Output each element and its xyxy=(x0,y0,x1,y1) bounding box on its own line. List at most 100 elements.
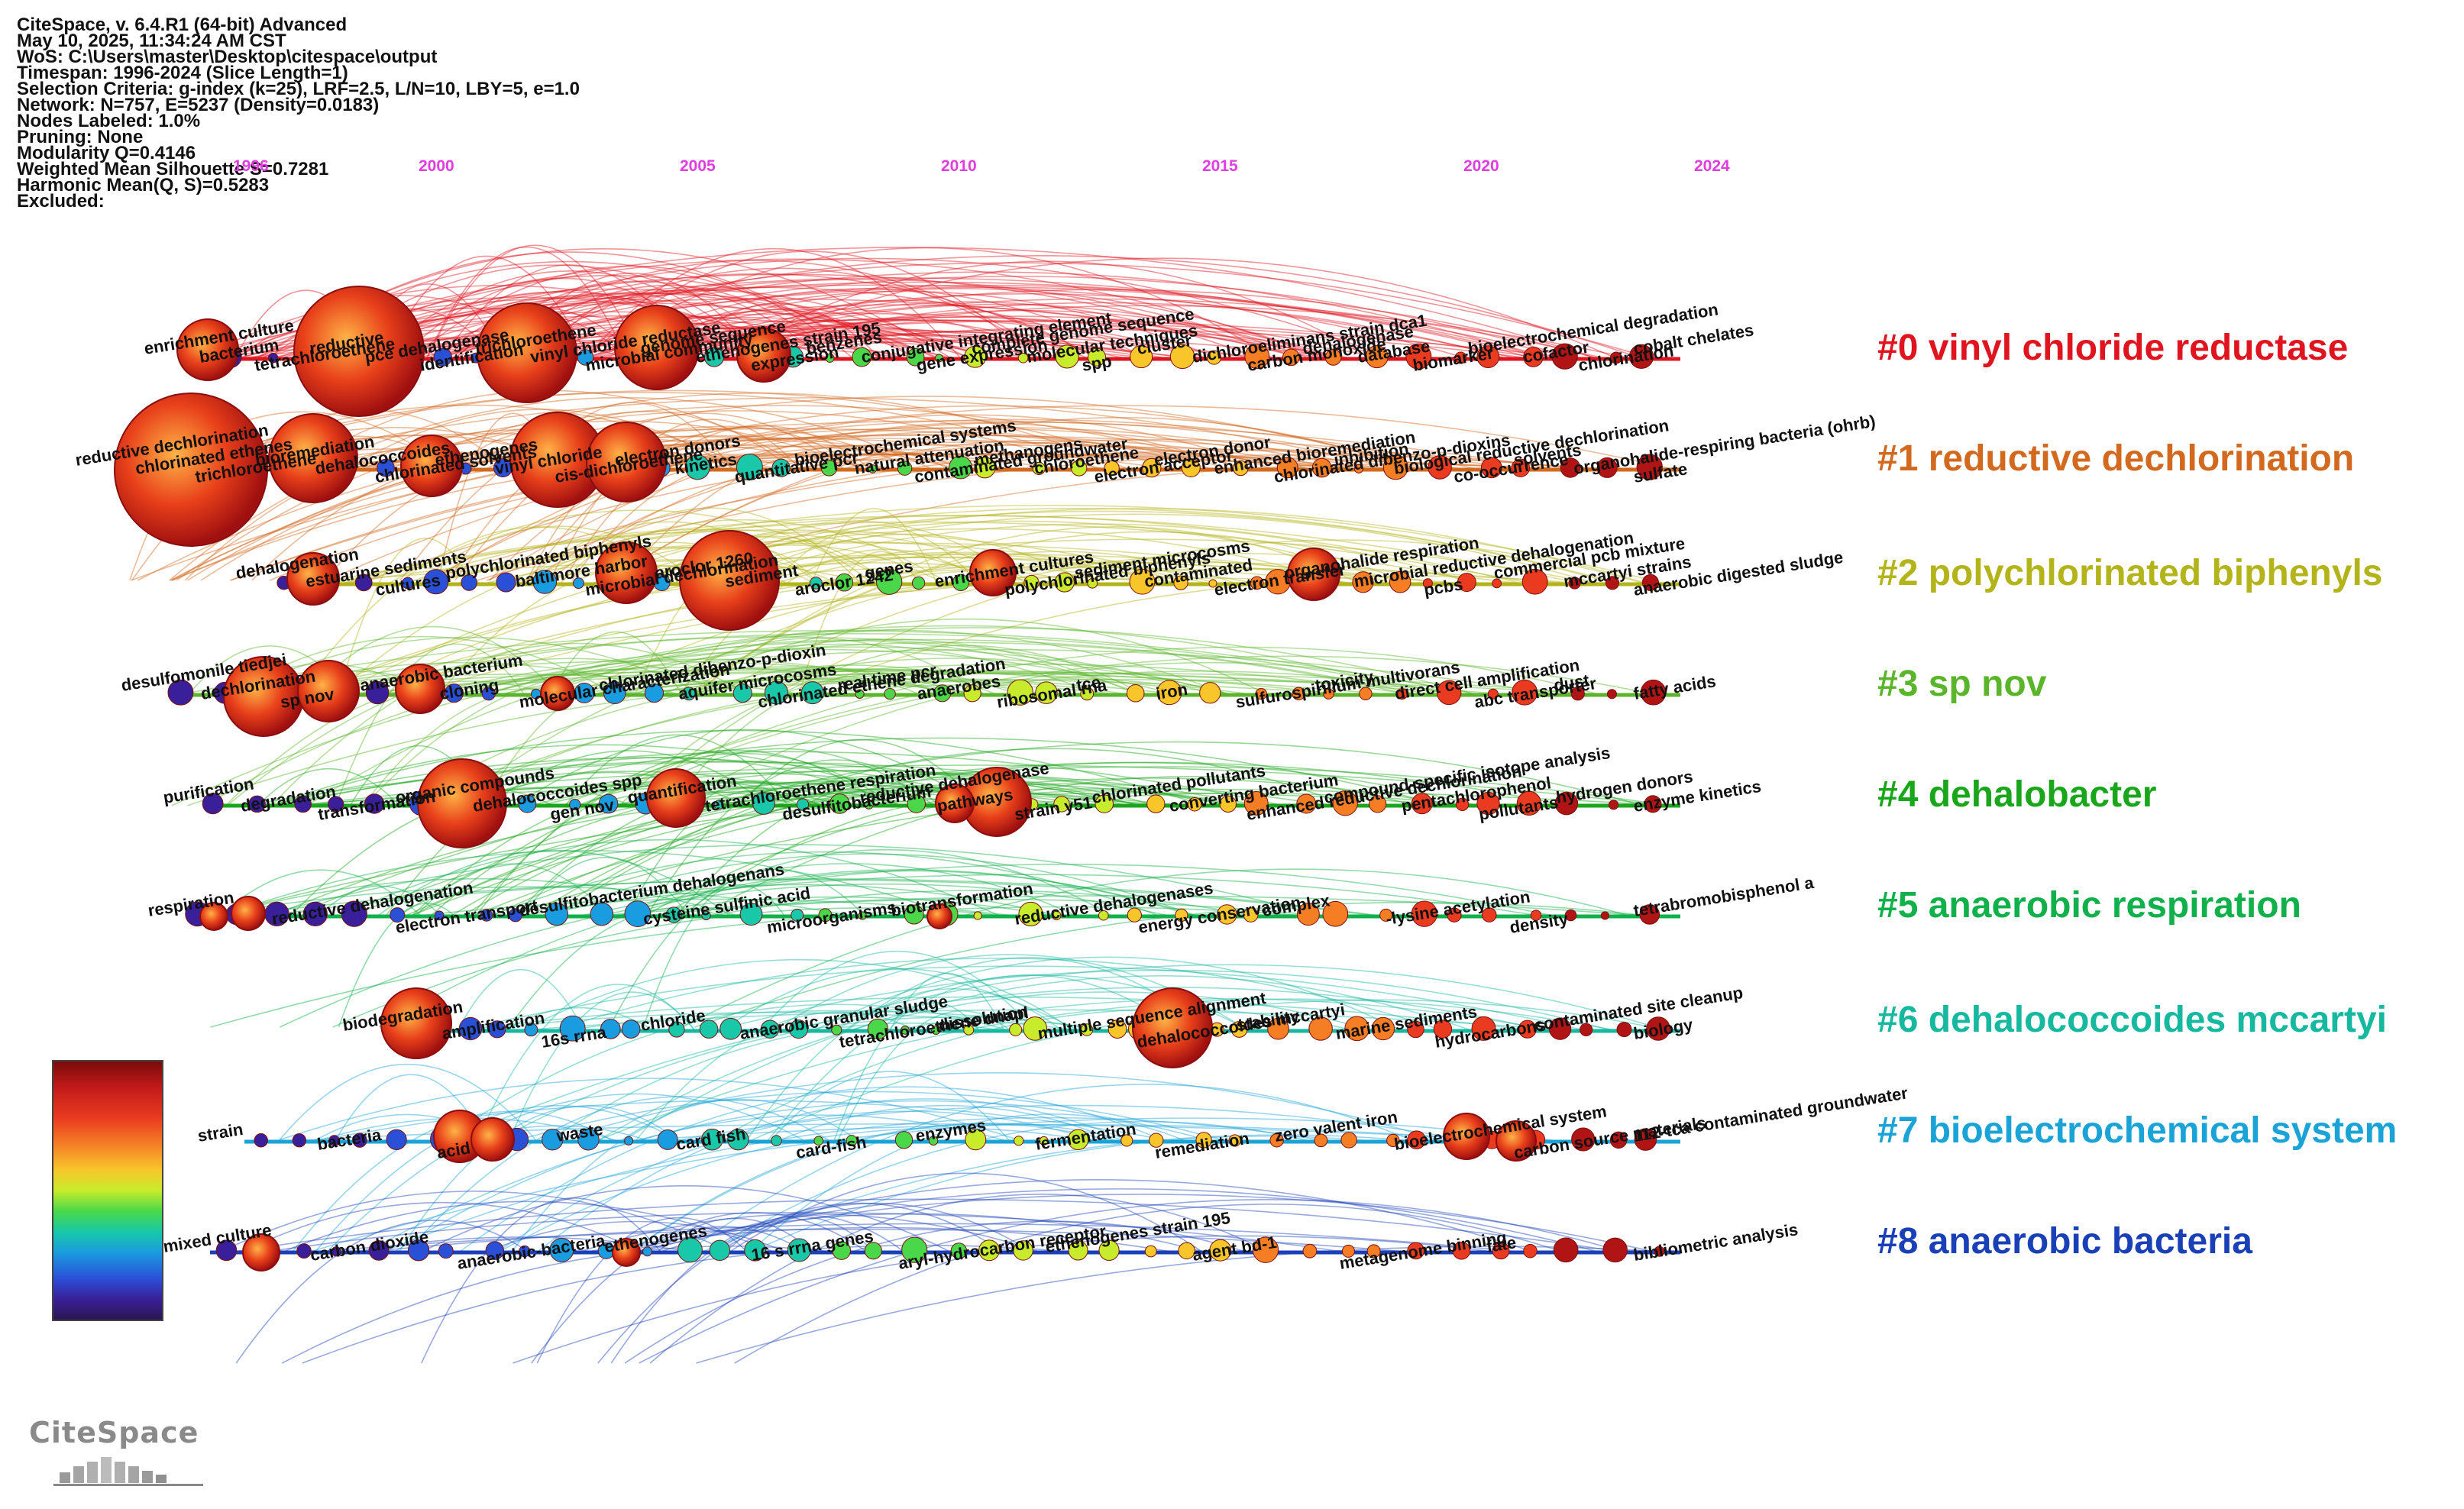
reference-node[interactable] xyxy=(1209,1239,1232,1262)
reference-node[interactable] xyxy=(668,1021,685,1038)
reference-node[interactable] xyxy=(1013,1240,1033,1261)
reference-node[interactable] xyxy=(952,574,970,592)
reference-node[interactable] xyxy=(508,908,522,923)
reference-node[interactable] xyxy=(1551,343,1578,370)
reference-node[interactable] xyxy=(1634,1128,1657,1151)
reference-node[interactable] xyxy=(1480,457,1502,479)
reference-node[interactable] xyxy=(470,1117,515,1162)
reference-node[interactable] xyxy=(852,347,872,367)
reference-node[interactable] xyxy=(1454,351,1467,364)
reference-node[interactable] xyxy=(417,758,507,848)
reference-node[interactable] xyxy=(679,530,780,631)
reference-node[interactable] xyxy=(1523,347,1544,367)
reference-node[interactable] xyxy=(595,541,658,604)
reference-node[interactable] xyxy=(682,687,696,701)
reference-node[interactable] xyxy=(752,792,775,815)
reference-node[interactable] xyxy=(1296,903,1320,926)
reference-node[interactable] xyxy=(1250,576,1264,590)
reference-node[interactable] xyxy=(832,1241,852,1260)
reference-node[interactable] xyxy=(477,302,577,403)
reference-node[interactable] xyxy=(1169,344,1195,370)
reference-node[interactable] xyxy=(354,574,373,592)
reference-node[interactable] xyxy=(1379,908,1393,922)
reference-node[interactable] xyxy=(1609,1131,1628,1149)
reference-node[interactable] xyxy=(549,1237,574,1262)
reference-node[interactable] xyxy=(1035,681,1058,704)
reference-node[interactable] xyxy=(709,1239,731,1262)
reference-node[interactable] xyxy=(242,1233,280,1272)
reference-node[interactable] xyxy=(524,1023,538,1037)
reference-node[interactable] xyxy=(1187,797,1202,812)
reference-node[interactable] xyxy=(1195,1132,1212,1149)
reference-node[interactable] xyxy=(400,435,463,497)
reference-node[interactable] xyxy=(390,907,406,923)
reference-node[interactable] xyxy=(176,318,239,381)
reference-node[interactable] xyxy=(978,1239,1000,1262)
reference-node[interactable] xyxy=(1054,572,1075,593)
reference-node[interactable] xyxy=(480,909,493,922)
reference-node[interactable] xyxy=(1457,573,1476,593)
cluster-label[interactable]: #3 sp nov xyxy=(1877,664,2047,704)
reference-node[interactable] xyxy=(297,660,360,722)
reference-node[interactable] xyxy=(268,413,358,503)
reference-node[interactable] xyxy=(215,1239,238,1262)
reference-node[interactable] xyxy=(577,349,594,366)
reference-node[interactable] xyxy=(624,1136,634,1145)
reference-node[interactable] xyxy=(1359,687,1373,701)
reference-node[interactable] xyxy=(1080,687,1095,701)
reference-node[interactable] xyxy=(1548,1017,1572,1040)
reference-node[interactable] xyxy=(973,911,982,920)
reference-node[interactable] xyxy=(368,1240,390,1261)
reference-node[interactable] xyxy=(1644,795,1662,813)
reference-node[interactable] xyxy=(598,793,619,814)
reference-node[interactable] xyxy=(1181,458,1201,478)
reference-node[interactable] xyxy=(1087,577,1098,589)
reference-node[interactable] xyxy=(1292,687,1305,701)
reference-node[interactable] xyxy=(969,549,1017,596)
reference-node[interactable] xyxy=(1580,1023,1593,1037)
reference-node[interactable] xyxy=(365,680,390,705)
reference-node[interactable] xyxy=(1323,688,1334,700)
reference-node[interactable] xyxy=(736,328,791,383)
reference-node[interactable] xyxy=(1407,1130,1426,1149)
reference-node[interactable] xyxy=(825,353,835,363)
reference-node[interactable] xyxy=(573,577,584,590)
cluster-label[interactable]: #2 polychlorinated biphenyls xyxy=(1877,553,2383,593)
reference-node[interactable] xyxy=(1252,1236,1279,1263)
reference-node[interactable] xyxy=(114,393,268,547)
reference-node[interactable] xyxy=(1641,574,1660,591)
reference-node[interactable] xyxy=(926,903,952,929)
reference-node[interactable] xyxy=(1175,908,1188,922)
reference-node[interactable] xyxy=(248,795,266,813)
reference-node[interactable] xyxy=(739,903,763,926)
reference-node[interactable] xyxy=(377,458,395,477)
reference-node[interactable] xyxy=(906,347,925,367)
reference-node[interactable] xyxy=(732,683,752,703)
reference-node[interactable] xyxy=(1600,911,1609,920)
reference-node[interactable] xyxy=(1067,1129,1089,1151)
reference-node[interactable] xyxy=(1324,349,1342,366)
reference-node[interactable] xyxy=(1353,464,1364,473)
reference-node[interactable] xyxy=(1156,680,1182,706)
reference-node[interactable] xyxy=(1371,1016,1395,1041)
reference-node[interactable] xyxy=(1639,904,1660,925)
reference-node[interactable] xyxy=(1098,1239,1120,1261)
reference-node[interactable] xyxy=(1496,1120,1537,1162)
cluster-label[interactable]: #5 anaerobic respiration xyxy=(1877,885,2301,926)
reference-node[interactable] xyxy=(963,684,981,703)
cluster-label[interactable]: #4 dehalobacter xyxy=(1877,774,2157,815)
reference-node[interactable] xyxy=(1146,794,1166,813)
reference-node[interactable] xyxy=(569,799,581,811)
reference-node[interactable] xyxy=(949,455,972,480)
cluster-label[interactable]: #7 bioelectrochemical system xyxy=(1877,1110,2398,1151)
reference-node[interactable] xyxy=(818,908,833,923)
reference-node[interactable] xyxy=(1616,1022,1632,1038)
reference-node[interactable] xyxy=(684,454,710,480)
reference-node[interactable] xyxy=(813,1136,824,1146)
reference-node[interactable] xyxy=(657,1129,678,1150)
reference-node[interactable] xyxy=(1447,907,1462,923)
reference-node[interactable] xyxy=(293,286,425,417)
reference-node[interactable] xyxy=(796,798,810,811)
reference-node[interactable] xyxy=(540,676,575,711)
